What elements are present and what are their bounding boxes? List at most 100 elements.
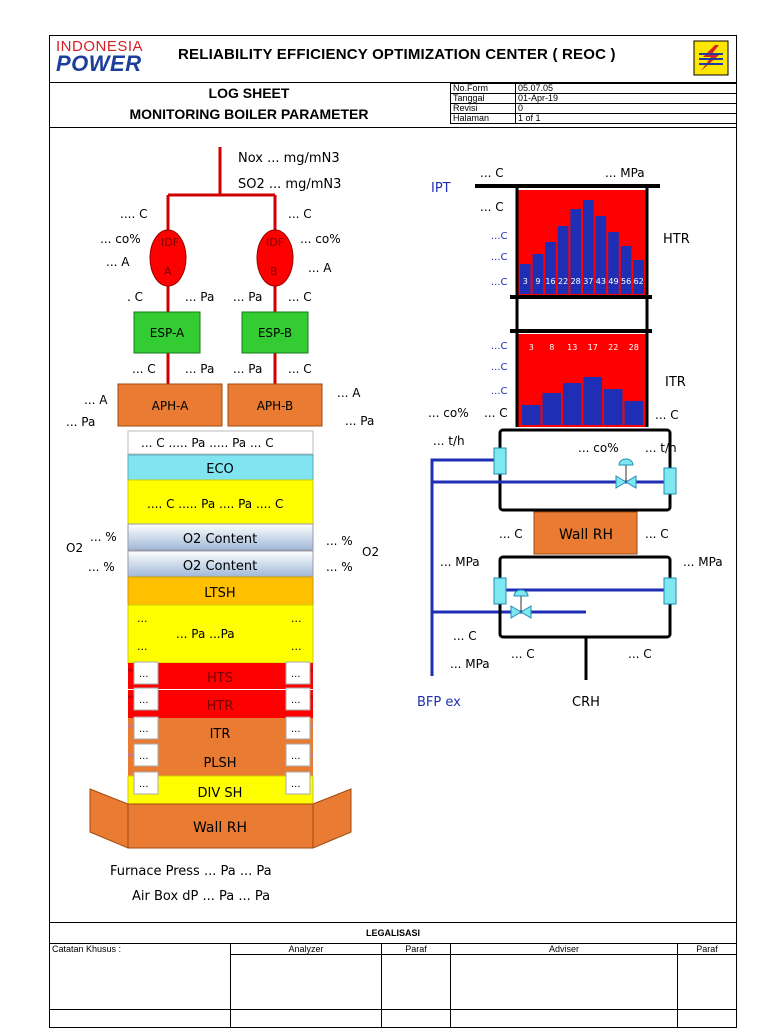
o2-content-1-box — [127, 523, 314, 551]
esp-a-box — [133, 311, 201, 354]
esp-b-label: ESP-B — [258, 326, 292, 340]
htr-bar — [620, 246, 632, 294]
htr-bar-label: 43 — [596, 277, 606, 286]
htr-bar-label: 16 — [545, 277, 555, 286]
idf-a-co: ... co% — [100, 232, 141, 246]
ltsh-press: ... Pa ...Pa — [176, 627, 235, 641]
stack-ducts — [166, 147, 277, 384]
right-wall-rh-label: Wall RH — [559, 527, 613, 543]
eco-box — [127, 454, 314, 481]
htr-bar-label: 28 — [571, 277, 581, 286]
low-temp-1: ... C — [453, 629, 477, 643]
o2-content-2-box — [127, 550, 314, 578]
itr-box — [128, 718, 313, 746]
htr-bar-label: 3 — [523, 277, 528, 286]
boiler-diagram: Nox ... mg/mN3 SO2 ... mg/mN3 IDF A IDF … — [66, 147, 723, 904]
crh-label: CRH — [572, 695, 600, 710]
htr-bar — [545, 242, 556, 294]
logo-indonesia: INDONESIA — [56, 38, 144, 55]
itr-bar — [522, 405, 541, 425]
analyzer-label: Analyzer — [230, 943, 382, 955]
htr-bar — [633, 260, 644, 294]
adviser-sign-field[interactable] — [450, 954, 678, 1028]
itr-bar-label: 17 — [588, 343, 598, 352]
itr-bar-label: 3 — [529, 343, 534, 352]
low-mpa: ... MPa — [450, 657, 490, 671]
itr-temp-2: ... C — [655, 408, 679, 422]
idf-b-label-2: B — [270, 265, 278, 278]
sheet-title-1: LOG SHEET — [208, 85, 290, 101]
htr-bar-label: 9 — [535, 277, 540, 286]
htr-bar — [520, 264, 531, 294]
aph-a-current: ... A — [84, 393, 108, 407]
itr-bar — [563, 383, 582, 425]
idf-b-current: ... A — [308, 261, 332, 275]
esp-a-label: ESP-A — [150, 326, 185, 340]
esp-b-out-temp: ... C — [288, 362, 312, 376]
mpa-1: ... MPa — [440, 555, 480, 569]
plsh-box — [128, 746, 313, 776]
side-dots: ... — [291, 779, 301, 790]
itr-temp-1: ... C — [484, 406, 508, 420]
header-divider — [49, 82, 737, 83]
airbox-dp: Air Box dP ... Pa ... Pa — [132, 889, 270, 904]
right-wall-rh-box — [533, 511, 638, 555]
adviser-label: Adviser — [450, 943, 678, 955]
plsh-label: PLSH — [203, 756, 236, 771]
eco-bottom-row — [127, 479, 314, 525]
htr-right-label: HTR — [663, 232, 690, 247]
paraf-2-field[interactable] — [677, 954, 737, 1028]
ltsh-dots-left-2: ... — [137, 640, 148, 653]
itr-right-label: ITR — [665, 375, 686, 390]
htr-bar — [570, 209, 581, 294]
eco-top-readings: ... C ..... Pa ..... Pa ... C — [141, 436, 274, 450]
paraf-1-field[interactable] — [381, 954, 451, 1028]
header-bottom-divider — [49, 127, 737, 128]
sheet-title-2: MONITORING BOILER PARAMETER — [129, 106, 369, 122]
spray-nozzle-4 — [663, 577, 677, 605]
ltsh-dots-left: ... — [137, 612, 148, 625]
idf-b-co: ... co% — [300, 232, 341, 246]
flow-2: ... t/h — [645, 441, 677, 455]
itr-bar-label: 13 — [567, 343, 577, 352]
side-dots: ... — [139, 751, 149, 762]
legalisasi-table: LEGALISASI Catatan Khusus : Analyzer Par… — [49, 922, 737, 1028]
co-2: ... co% — [578, 441, 619, 455]
itr-label: ITR — [210, 727, 231, 742]
side-dots: ... — [139, 669, 149, 680]
itr-small-c: ...C — [491, 362, 508, 373]
ltsh-label: LTSH — [204, 586, 235, 601]
htr-bar — [583, 200, 594, 294]
side-dots: ... — [291, 695, 301, 706]
itr-bar — [624, 401, 643, 425]
so2-reading: SO2 ... mg/mN3 — [238, 177, 341, 192]
wall-rh-right-wing — [312, 788, 352, 849]
idf-b-fan — [256, 229, 294, 287]
side-dots: ... — [139, 779, 149, 790]
wall-rh-label: Wall RH — [193, 820, 247, 836]
eco-label: ECO — [206, 462, 234, 477]
htr-small-c: ...C — [491, 277, 508, 288]
aph-b-press: ... Pa — [345, 414, 374, 428]
esp-b-in-temp: ... C — [288, 290, 312, 304]
itr-bar — [583, 377, 602, 425]
htr-bar — [595, 216, 607, 294]
aph-a-box — [117, 383, 223, 427]
htr-bar — [608, 232, 619, 294]
esp-b-in-press: ... Pa — [233, 290, 262, 304]
idf-a-current: ... A — [106, 255, 130, 269]
ipt-label: IPT — [431, 181, 451, 196]
analyzer-sign-field[interactable] — [230, 954, 382, 1028]
catatan-field[interactable] — [49, 954, 231, 1028]
spray-nozzle-2 — [663, 467, 677, 495]
wall-rh-temp-1: ... C — [499, 527, 523, 541]
ltsh-readings-box — [127, 604, 314, 664]
hts-box — [128, 663, 313, 689]
page-title: RELIABILITY EFFICIENCY OPTIMIZATION CENT… — [178, 46, 616, 63]
ltsh-dots-right: ... — [291, 612, 302, 625]
o2-right-label: O2 — [362, 545, 379, 559]
itr-bar-label: 8 — [549, 343, 554, 352]
